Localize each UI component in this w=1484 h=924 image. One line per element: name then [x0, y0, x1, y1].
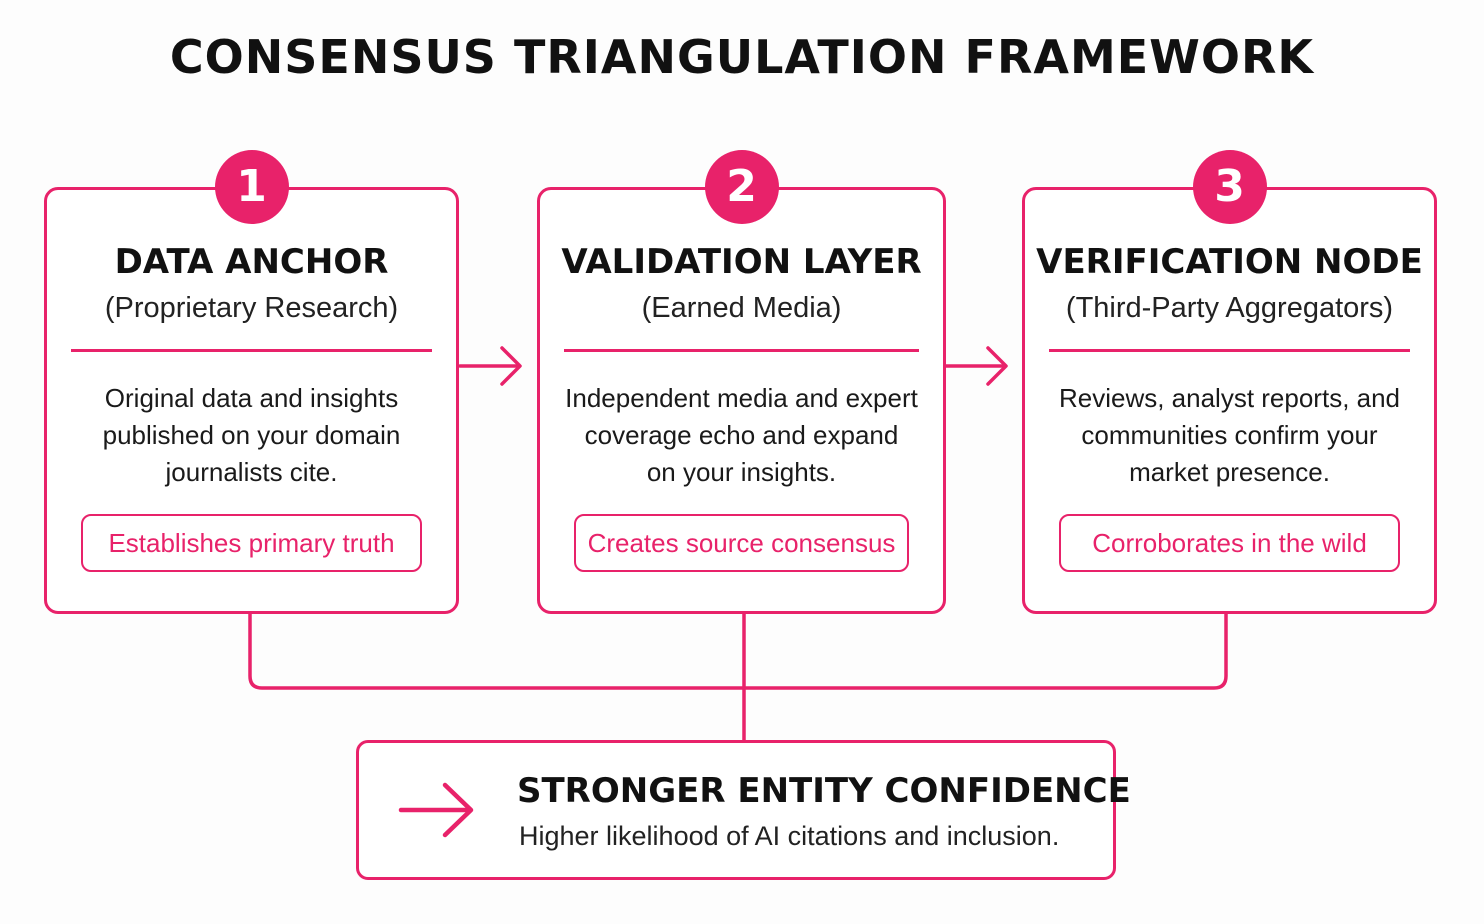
- diagram-title: CONSENSUS TRIANGULATION FRAMEWORK: [169, 30, 1315, 84]
- card-description: Original data and insights published on …: [67, 380, 436, 491]
- card-description-line: Independent media and expert: [565, 383, 918, 413]
- card-description-line: published on your domain: [102, 420, 401, 450]
- card-description-line: journalists cite.: [165, 457, 338, 487]
- card-data-anchor: 1 DATA ANCHOR (Proprietary Research) Ori…: [44, 150, 459, 614]
- card-description-line: Original data and insights: [104, 383, 399, 413]
- result-title: STRONGER ENTITY CONFIDENCE: [517, 771, 1131, 811]
- arrow-right-icon: [398, 782, 474, 838]
- merge-line: [248, 614, 1228, 690]
- card-description-line: communities confirm your: [1081, 420, 1378, 450]
- card-divider: [564, 349, 919, 352]
- card-divider: [1049, 349, 1410, 352]
- card-description-line: market presence.: [1129, 457, 1330, 487]
- card-tag: Creates source consensus: [574, 514, 909, 572]
- card-subtitle: (Earned Media): [641, 292, 842, 324]
- step-badge-1: 1: [214, 150, 289, 224]
- card-subtitle: (Proprietary Research): [104, 292, 399, 324]
- card-description-line: on your insights.: [646, 457, 837, 487]
- flow-arrow-icon-2: [944, 346, 1008, 386]
- step-badge-3: 3: [1192, 150, 1267, 224]
- card-subtitle: (Third-Party Aggregators): [1065, 292, 1394, 324]
- card-title: VALIDATION LAYER: [561, 242, 922, 282]
- card-description: Independent media and expert coverage ec…: [560, 380, 923, 491]
- card-divider: [71, 349, 432, 352]
- card-description-line: Reviews, analyst reports, and: [1058, 383, 1401, 413]
- card-verification-node: 3 VERIFICATION NODE (Third-Party Aggrega…: [1022, 150, 1437, 614]
- result-subtitle: Higher likelihood of AI citations and in…: [519, 821, 1060, 851]
- flow-arrow-icon-1: [458, 346, 522, 386]
- card-validation-layer: 2 VALIDATION LAYER (Earned Media) Indepe…: [537, 150, 946, 614]
- card-title: VERIFICATION NODE: [1036, 242, 1423, 282]
- card-description-line: coverage echo and expand: [584, 420, 899, 450]
- result-box: STRONGER ENTITY CONFIDENCE Higher likeli…: [356, 740, 1131, 880]
- step-badge-2: 2: [704, 150, 779, 224]
- card-tag: Establishes primary truth: [81, 514, 422, 572]
- card-description: Reviews, analyst reports, and communitie…: [1045, 380, 1414, 491]
- card-tag: Corroborates in the wild: [1059, 514, 1400, 572]
- card-title: DATA ANCHOR: [114, 242, 389, 282]
